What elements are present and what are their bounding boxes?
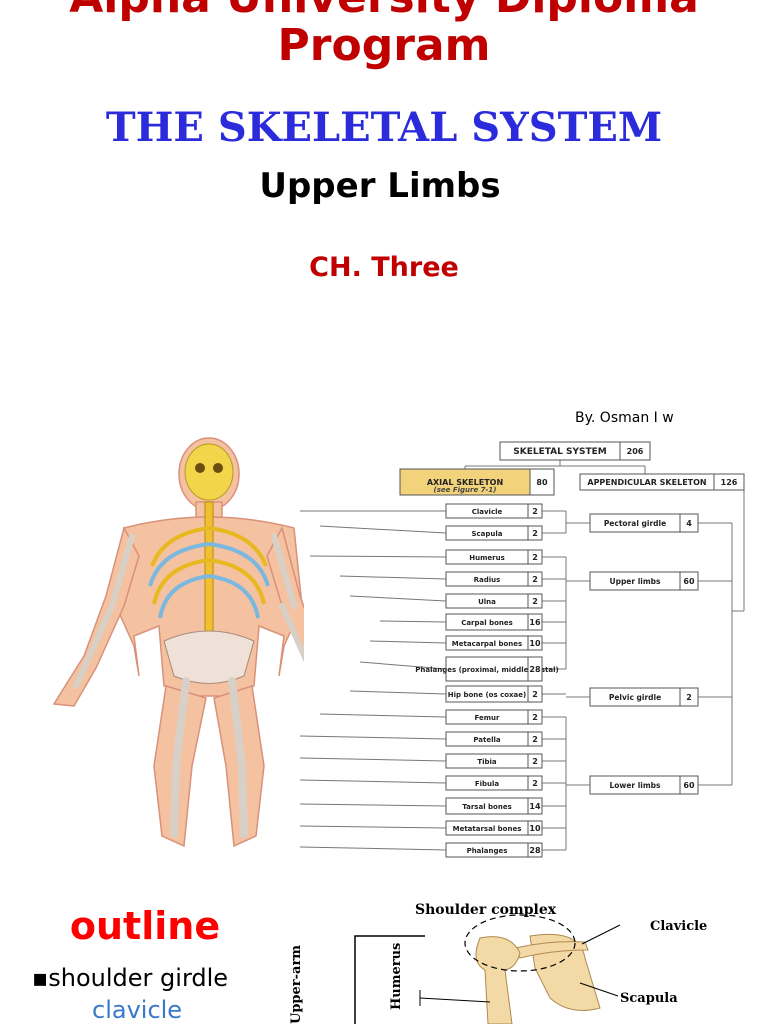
humerus-shape — [475, 936, 521, 1024]
bone-1-label: Scapula — [471, 530, 502, 538]
bone-9-count: 2 — [532, 713, 538, 722]
label-clavicle: Clavicle — [650, 919, 707, 934]
bone-13: Tarsal bones 14 — [445, 797, 543, 815]
scapula-shape — [529, 933, 601, 1011]
bone-3: Radius 2 — [445, 571, 543, 587]
bone-9: Femur 2 — [445, 709, 543, 725]
bone-12-count: 2 — [532, 779, 538, 788]
group-1-label: Upper limbs — [609, 577, 661, 586]
bone-4: Ulna 2 — [445, 593, 543, 609]
node-appendicular-skeleton-label: APPENDICULAR SKELETON — [587, 478, 706, 487]
bone-0: Clavicle 2 — [445, 503, 543, 519]
node-axial-skeleton-label: AXIAL SKELETON — [427, 478, 503, 487]
node-appendicular-skeleton-count: 126 — [721, 478, 738, 487]
node-skeletal-system-label: SKELETAL SYSTEM — [513, 447, 607, 457]
title-line-2: Program — [277, 20, 491, 71]
bone-0-label: Clavicle — [472, 508, 503, 516]
bone-4-label: Ulna — [478, 598, 496, 606]
group-2-count: 2 — [686, 693, 692, 702]
outline-item-label: shoulder girdle — [48, 964, 229, 992]
bone-6: Metacarpal bones 10 — [445, 635, 543, 651]
group-0: Pectoral girdle 4 — [589, 513, 699, 533]
skull — [184, 443, 234, 501]
bone-11: Tibia 2 — [445, 753, 543, 769]
group-0-count: 4 — [686, 519, 692, 528]
bone-1: Scapula 2 — [445, 525, 543, 541]
node-skeletal-system-count: 206 — [627, 447, 644, 456]
subject-heading: THE SKELETAL SYSTEM — [105, 104, 663, 151]
bone-11-label: Tibia — [477, 758, 497, 766]
node-axial-skeleton-count: 80 — [536, 478, 548, 487]
chapter-label: CH. Three — [309, 252, 459, 283]
author-credit: By. Osman I w — [575, 410, 674, 426]
bone-5: Carpal bones 16 — [445, 613, 543, 631]
bone-10-count: 2 — [532, 735, 538, 744]
group-1: Upper limbs 60 — [589, 571, 699, 591]
group-3-label: Lower limbs — [609, 781, 661, 790]
label-scapula: Scapula — [620, 991, 678, 1006]
bone-7-label: Phalanges (proximal, middle, distal) — [415, 666, 558, 674]
bone-6-label: Metacarpal bones — [452, 640, 522, 648]
bullet-icon: ▪ — [32, 964, 49, 992]
bone-6-count: 10 — [529, 639, 541, 648]
bone-14-label: Metatarsal bones — [453, 825, 522, 833]
subtitle: Upper Limbs — [259, 166, 501, 206]
label-shoulder-complex: Shoulder complex — [415, 902, 557, 918]
bone-3-count: 2 — [532, 575, 538, 584]
bone-15-label: Phalanges — [467, 847, 508, 855]
outline-item-clavicle[interactable]: clavicle — [92, 996, 183, 1024]
bone-5-count: 16 — [529, 618, 541, 627]
bone-3-label: Radius — [474, 576, 501, 584]
bone-8-label: Hip bone (os coxae) — [448, 691, 526, 699]
bone-8: Hip bone (os coxae) 2 — [445, 685, 543, 703]
shoulder-complex-outline — [464, 914, 576, 972]
group-0-label: Pectoral girdle — [604, 519, 666, 528]
bone-7-count: 28 — [529, 665, 541, 674]
bone-2-count: 2 — [532, 553, 538, 562]
bone-2-label: Humerus — [469, 554, 505, 562]
label-humerus: Humerus — [389, 943, 404, 1010]
node-axial-skeleton: AXIAL SKELETON 80 — [399, 468, 555, 496]
outline-item-shoulder-girdle: ▪shoulder girdle — [32, 964, 228, 992]
group-3-count: 60 — [683, 781, 695, 790]
group-3: Lower limbs 60 — [589, 775, 699, 795]
bone-15: Phalanges 28 — [445, 842, 543, 858]
bone-0-count: 2 — [532, 507, 538, 516]
bone-14-count: 10 — [529, 824, 541, 833]
outline-heading: outline — [69, 904, 221, 948]
pelvis — [163, 630, 255, 684]
shoulder-complex-illustration: Shoulder complex Clavicle Scapula Humeru… — [289, 902, 707, 1024]
bone-1-count: 2 — [532, 529, 538, 538]
bone-13-label: Tarsal bones — [462, 803, 512, 811]
clavicle-shape — [514, 941, 589, 959]
node-appendicular-skeleton: APPENDICULAR SKELETON 126 — [579, 473, 745, 491]
bone-10-label: Patella — [473, 736, 501, 744]
bone-5-label: Carpal bones — [461, 619, 513, 627]
label-upper-arm: Upper-arm — [289, 945, 304, 1024]
group-1-count: 60 — [683, 577, 695, 586]
bone-11-count: 2 — [532, 757, 538, 766]
bone-13-count: 14 — [529, 802, 541, 811]
title-line-1: Alpha University Diploma — [0, 0, 768, 22]
bone-15-count: 28 — [529, 846, 541, 855]
bone-10: Patella 2 — [445, 731, 543, 747]
group-2: Pelvic girdle 2 — [589, 687, 699, 707]
bone-7: Phalanges (proximal, middle, distal)28 — [415, 656, 559, 682]
axial-note: (see Figure 7-1) — [434, 486, 497, 494]
bone-4-count: 2 — [532, 597, 538, 606]
bone-2: Humerus 2 — [445, 549, 543, 565]
group-2-label: Pelvic girdle — [609, 693, 661, 702]
node-skeletal-system: SKELETAL SYSTEM 206 — [499, 441, 651, 461]
bone-12-label: Fibula — [475, 780, 500, 788]
bone-8-count: 2 — [532, 690, 538, 699]
bone-14: Metatarsal bones 10 — [445, 820, 543, 836]
bone-9-label: Femur — [475, 714, 501, 722]
bone-12: Fibula 2 — [445, 775, 543, 791]
human-skeleton-illustration — [52, 437, 304, 848]
